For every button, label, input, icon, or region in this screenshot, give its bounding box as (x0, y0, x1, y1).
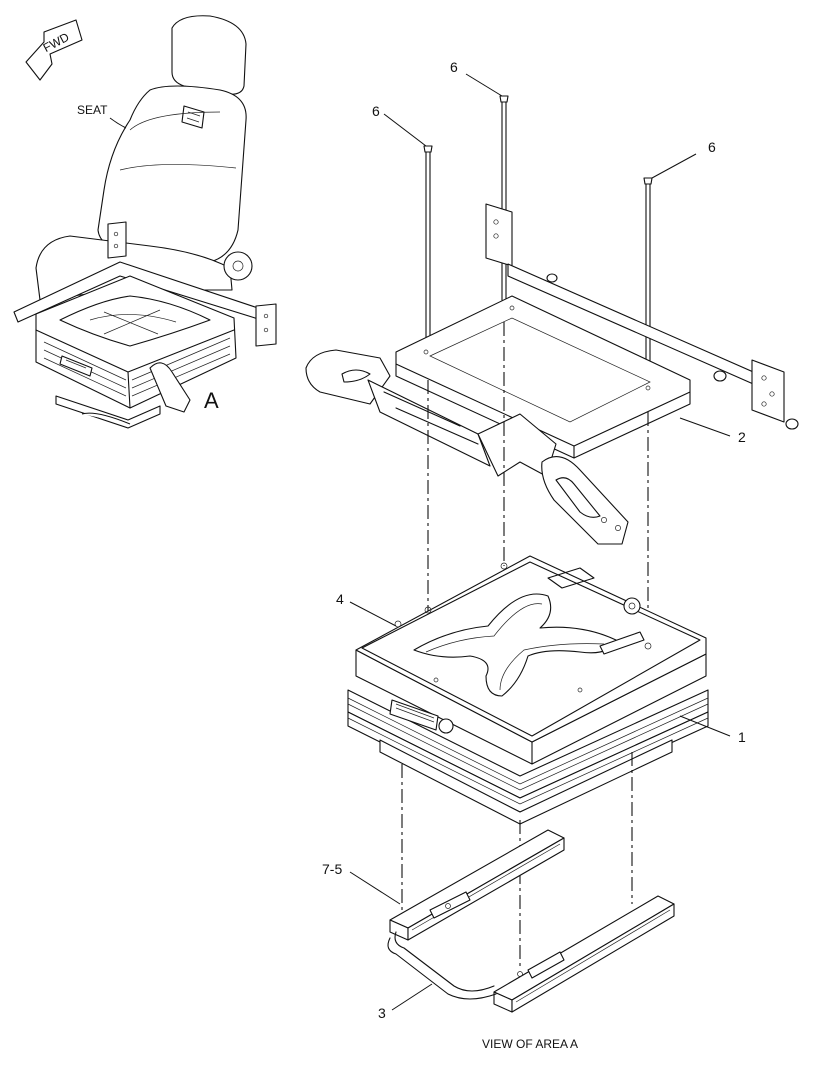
area-letter: A (204, 388, 219, 413)
seat-suspension (347, 555, 709, 825)
callout-handle: 3 (378, 1005, 386, 1021)
bolt-left (423, 145, 433, 357)
callout-bolt-left: 6 (372, 103, 380, 119)
callout-slide-rail: 7-5 (322, 861, 342, 877)
callout-suspension-plate: 4 (336, 591, 344, 607)
view-caption: VIEW OF AREA A (482, 1037, 578, 1051)
slide-rail-left (389, 829, 565, 941)
cat-logo-icon (181, 105, 205, 129)
slide-rail-right (493, 895, 675, 1013)
callout-mount-frame: 2 (738, 429, 746, 445)
seat-label: SEAT (77, 103, 108, 117)
callout-suspension: 1 (738, 729, 746, 745)
callout-bolt-right: 6 (708, 139, 716, 155)
fwd-arrow-icon: FWD (25, 19, 83, 81)
bolt-right (643, 177, 653, 389)
mount-frame (305, 203, 799, 545)
bolt-center (499, 95, 509, 301)
callout-bolt-center: 6 (450, 59, 458, 75)
seat-overview: SEAT A (13, 15, 277, 429)
adjust-handle (387, 931, 497, 1000)
